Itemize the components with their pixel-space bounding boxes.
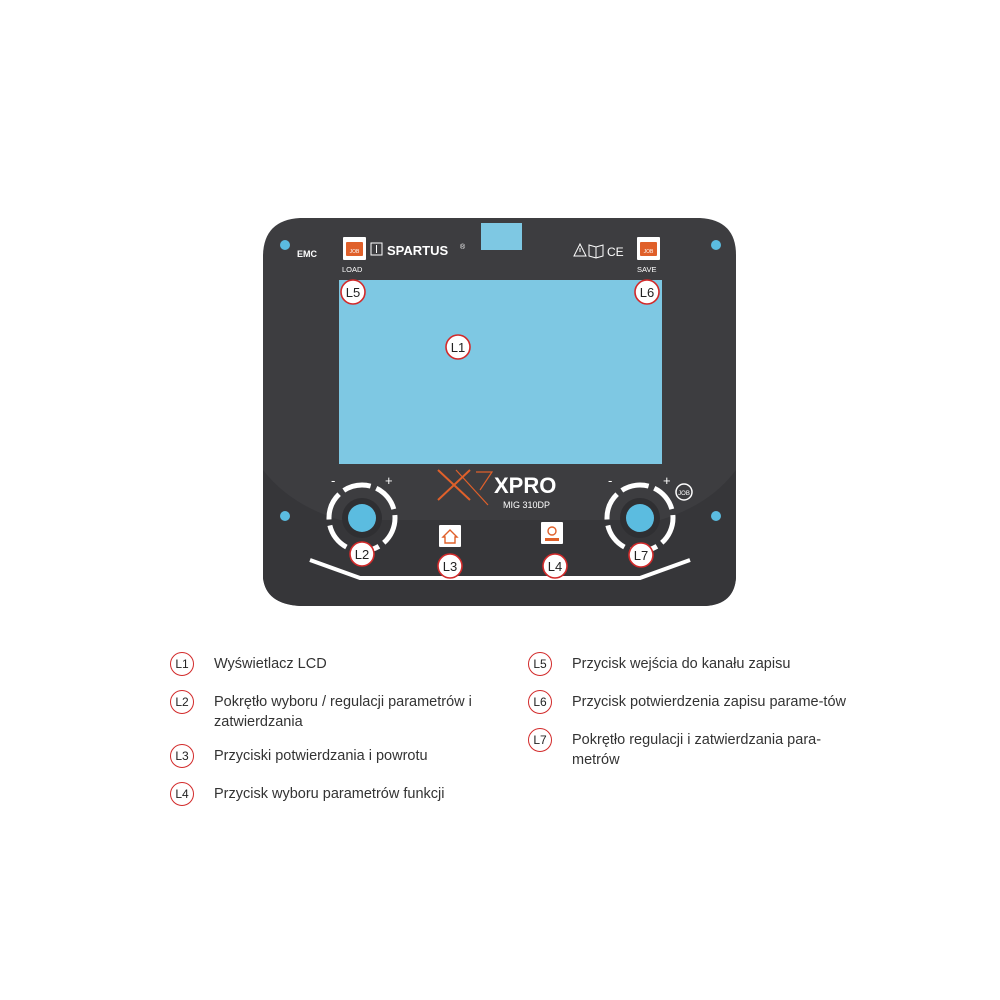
callout-L7: L7	[628, 542, 654, 568]
callout-L1: L1	[445, 334, 471, 360]
svg-text:MIG 310DP: MIG 310DP	[503, 500, 550, 510]
lcd-screen	[339, 280, 662, 464]
save-label: SAVE	[637, 265, 656, 274]
load-label: LOAD	[342, 265, 363, 274]
manual-book-icon	[588, 244, 604, 259]
legend-badge: L6	[528, 690, 552, 714]
legend-text: Pokrętło wyboru / regulacji parametrów i…	[214, 694, 472, 730]
status-led	[711, 511, 721, 521]
svg-text:L2: L2	[355, 547, 369, 562]
legend-right-column: L5 Przycisk wejścia do kanału zapisu L6 …	[528, 652, 868, 782]
svg-text:L1: L1	[451, 340, 465, 355]
left-knob-minus: -	[331, 473, 335, 488]
svg-text:JOB: JOB	[350, 249, 360, 255]
legend-text: Przycisk wyboru parametrów funkcji	[214, 786, 445, 802]
svg-text:L6: L6	[640, 285, 654, 300]
legend-text: Przycisk potwierdzenia zapisu parame-tów	[572, 694, 846, 710]
legend-item-L5: L5 Przycisk wejścia do kanału zapisu	[528, 652, 868, 678]
legend-text: Przycisk wejścia do kanału zapisu	[572, 656, 791, 672]
gear-icon	[547, 526, 557, 536]
svg-text:®: ®	[460, 243, 466, 251]
status-led	[280, 511, 290, 521]
callout-L4: L4	[542, 553, 568, 579]
status-led	[280, 240, 290, 250]
home-icon	[441, 529, 459, 544]
job-rotate-icon: JOB	[675, 483, 693, 501]
top-indicator-window	[481, 223, 522, 250]
legend-text: Pokrętło regulacji i zatwierdzania para-…	[572, 732, 822, 768]
legend-badge: L5	[528, 652, 552, 676]
callout-L6: L6	[634, 279, 660, 305]
panel-lower-band	[263, 470, 736, 606]
load-job-button[interactable]: JOB	[343, 237, 366, 260]
legend-text: Wyświetlacz LCD	[214, 656, 327, 672]
legend-badge: L7	[528, 728, 552, 752]
svg-text:L5: L5	[346, 285, 360, 300]
right-knob-minus: -	[608, 473, 612, 488]
xpro-logo: XPRO MIG 310DP	[437, 469, 556, 510]
home-button[interactable]	[439, 525, 461, 547]
function-parameter-button[interactable]	[541, 522, 563, 544]
svg-text:L4: L4	[548, 559, 562, 574]
legend-item-L2: L2 Pokrętło wyboru / regulacji parametró…	[170, 690, 510, 732]
emc-logo: EMC	[297, 249, 318, 259]
callout-L3: L3	[437, 553, 463, 579]
legend-item-L1: L1 Wyświetlacz LCD	[170, 652, 510, 678]
ce-mark: CE	[607, 245, 624, 259]
legend-badge: L2	[170, 690, 194, 714]
control-panel-diagram: EMC JOB LOAD SPARTUS ® CE JOB SAVE XPRO …	[263, 218, 736, 606]
callout-L5: L5	[340, 279, 366, 305]
legend-text: Przyciski potwierdzania i powrotu	[214, 748, 428, 764]
svg-text:L7: L7	[634, 548, 648, 563]
legend-badge: L1	[170, 652, 194, 676]
legend-badge: L4	[170, 782, 194, 806]
legend-badge: L3	[170, 744, 194, 768]
panel-trim-stripe	[309, 558, 691, 580]
legend-left-column: L1 Wyświetlacz LCD L2 Pokrętło wyboru / …	[170, 652, 510, 820]
status-led	[711, 240, 721, 250]
svg-text:SPARTUS: SPARTUS	[387, 243, 448, 258]
svg-text:JOB: JOB	[644, 249, 654, 255]
svg-text:XPRO: XPRO	[494, 473, 556, 498]
callout-L2: L2	[349, 541, 375, 567]
legend-item-L4: L4 Przycisk wyboru parametrów funkcji	[170, 782, 510, 808]
left-parameter-knob[interactable]	[326, 482, 398, 554]
legend-item-L6: L6 Przycisk potwierdzenia zapisu parame-…	[528, 690, 868, 716]
spartus-logo: SPARTUS ®	[370, 242, 466, 258]
legend: L1 Wyświetlacz LCD L2 Pokrętło wyboru / …	[170, 652, 870, 812]
left-knob-plus: +	[385, 473, 393, 488]
svg-text:L3: L3	[443, 559, 457, 574]
right-parameter-knob[interactable]	[604, 482, 676, 554]
legend-item-L3: L3 Przyciski potwierdzania i powrotu	[170, 744, 510, 770]
svg-text:JOB: JOB	[678, 491, 690, 497]
right-knob-plus: +	[663, 473, 671, 488]
warning-icon	[573, 242, 587, 257]
save-job-button[interactable]: JOB	[637, 237, 660, 260]
legend-item-L7: L7 Pokrętło regulacji i zatwierdzania pa…	[528, 728, 868, 770]
